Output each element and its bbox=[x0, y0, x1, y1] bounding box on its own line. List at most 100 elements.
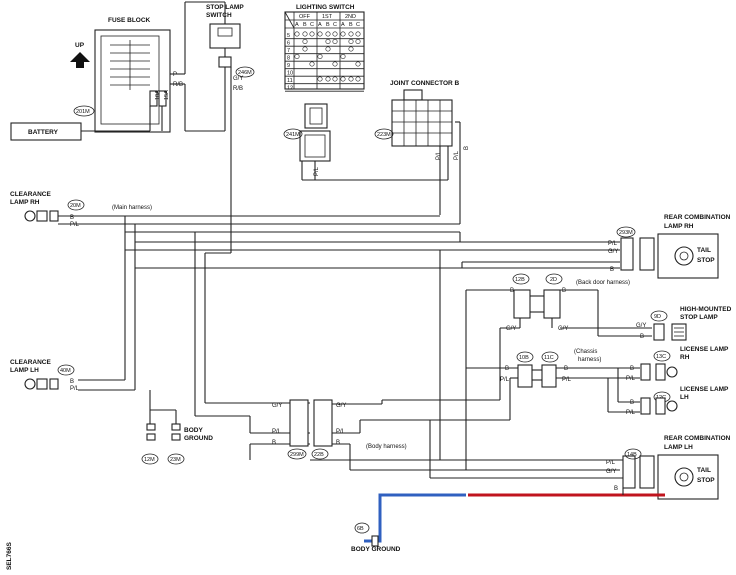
ls-row-label: 8 bbox=[287, 56, 290, 62]
wire-label-rlh-b: B bbox=[614, 486, 618, 492]
ls-contact-dot bbox=[317, 76, 323, 82]
connector-14b: 14B bbox=[627, 452, 637, 458]
rear-combo-lh-label-1: REAR COMBINATION bbox=[664, 435, 731, 442]
wire-label-jcb-pl: P/L bbox=[436, 150, 442, 160]
fuse-15a-label: 15A bbox=[164, 90, 170, 100]
ls-contact-dot bbox=[294, 31, 300, 37]
ls-contact-dot bbox=[332, 31, 338, 37]
wire-label-rb: R/B bbox=[173, 82, 183, 88]
clearance-lh-bulb bbox=[24, 378, 36, 390]
ls-header-2nd: 2ND bbox=[345, 14, 356, 20]
ls-row-label: 10 bbox=[287, 71, 293, 77]
wire-label-22b-pl: P/L bbox=[336, 429, 346, 435]
high-mounted-stop-lamp: HIGH-MOUNTED STOP LAMP 9D G/Y B bbox=[636, 306, 732, 341]
clearance-rh-label-1: CLEARANCE bbox=[10, 191, 51, 198]
wire-label-jcb-b: B bbox=[464, 146, 470, 150]
chassis-harness-label-2: harness) bbox=[578, 357, 601, 363]
ls-contact-dot bbox=[309, 61, 315, 67]
ls-row-label: 12 bbox=[287, 86, 293, 92]
rear-combo-rh-label-2: LAMP RH bbox=[664, 223, 694, 230]
license-lh-label-2: LH bbox=[680, 394, 689, 401]
ls-contact-dot bbox=[348, 31, 354, 37]
connector-13c-oval bbox=[653, 350, 671, 362]
license-rh-label-1: LICENSE LAMP bbox=[680, 346, 729, 353]
wire-label-clh-b: B bbox=[70, 379, 74, 385]
connector-11c: 11C bbox=[544, 355, 554, 361]
up-arrow-icon bbox=[70, 52, 90, 68]
wire-label-crh-pl: P/L bbox=[70, 222, 80, 228]
connector-20m-oval bbox=[67, 199, 85, 211]
connector-22b-body bbox=[313, 399, 333, 447]
ls-contact-dot bbox=[302, 46, 308, 52]
rear-combination-rh: REAR COMBINATION LAMP RH TAIL STOP 293M … bbox=[608, 214, 731, 279]
fuse-slots bbox=[110, 40, 150, 90]
wire-label-22b-gy: G/Y bbox=[336, 403, 346, 409]
wire-label-lrh-b: B bbox=[630, 366, 634, 372]
body-ground-left-label-2: GROUND bbox=[184, 435, 213, 442]
body-ground-bottom-label: BODY GROUND bbox=[351, 546, 401, 553]
connector-293m-oval bbox=[616, 226, 636, 238]
stop-lamp-switch: STOP LAMP SWITCH 246M G/Y R/B bbox=[206, 4, 255, 92]
fuse-block-label: FUSE BLOCK bbox=[108, 17, 151, 24]
main-harness-label: (Main harness) bbox=[112, 205, 152, 211]
ls-contact-dot bbox=[309, 31, 315, 37]
connector-12b-oval bbox=[512, 273, 530, 285]
fuse-block: FUSE BLOCK 10A 15A UP 201M P R/B bbox=[70, 17, 183, 133]
high-mounted-label-2: STOP LAMP bbox=[680, 314, 718, 321]
connector-293m: 293M bbox=[619, 230, 633, 236]
chassis-harness-label-1: (Chassis bbox=[574, 349, 597, 355]
ls-contact-dot bbox=[348, 46, 354, 52]
ls-contact-dot bbox=[294, 53, 300, 59]
ls-contact-dot bbox=[325, 38, 331, 44]
connector-6b: 6B bbox=[357, 526, 364, 532]
ls-contacts bbox=[294, 31, 361, 82]
wire-label-10b-b: B bbox=[505, 366, 509, 372]
rear-combo-rh-label-1: REAR COMBINATION bbox=[664, 214, 731, 221]
ls-contact-dot bbox=[332, 76, 338, 82]
connector-12b: 12B bbox=[515, 277, 525, 283]
fuse-block-inner bbox=[100, 35, 160, 125]
wire-label-stop-gy: G/Y bbox=[233, 76, 243, 82]
connector-12m-oval bbox=[141, 453, 159, 465]
connector-23m-oval bbox=[167, 453, 185, 465]
wire-label-10b-pl: P/L bbox=[500, 377, 510, 383]
fuse-10a bbox=[149, 90, 158, 107]
connector-10b-body bbox=[517, 364, 533, 388]
fuse-block-body bbox=[94, 29, 171, 133]
connector-2d: 2D bbox=[550, 277, 557, 283]
ls-contact-dot bbox=[355, 38, 361, 44]
rear-combo-lh-label-2: LAMP LH bbox=[664, 444, 693, 451]
connector-241m-group: 241M P/L bbox=[283, 103, 331, 176]
ls-contact-dot bbox=[325, 31, 331, 37]
body-ground-left-label-1: BODY bbox=[184, 427, 203, 434]
wire-label-12b-gy: G/Y bbox=[506, 326, 516, 332]
connector-201m: 201M bbox=[76, 109, 90, 115]
wire-label-clh-pl: P/L bbox=[70, 386, 80, 392]
ls-contact-dot bbox=[332, 38, 338, 44]
lighting-switch-label: LIGHTING SWITCH bbox=[296, 4, 355, 11]
ls-contact-dot bbox=[340, 53, 346, 59]
ls-contact-dot bbox=[317, 53, 323, 59]
connector-299m-body bbox=[289, 399, 309, 447]
connector-40m: 40M bbox=[60, 368, 71, 374]
connector-299m-oval bbox=[287, 448, 307, 460]
wire-label-hm-b: B bbox=[640, 334, 644, 340]
connector-299m: 299M bbox=[290, 452, 304, 458]
ls-subheader: A bbox=[318, 22, 322, 28]
connector-40m-oval bbox=[57, 364, 75, 376]
ls-contact-dot bbox=[348, 76, 354, 82]
ls-contact-dot bbox=[355, 76, 361, 82]
connector-10b: 10B bbox=[519, 355, 529, 361]
ls-contact-dot bbox=[325, 46, 331, 52]
connector-13c: 13C bbox=[656, 354, 666, 360]
body-harness-label: (Body harness) bbox=[366, 444, 407, 450]
ls-row-label: 7 bbox=[287, 48, 290, 54]
connector-6b-oval bbox=[354, 522, 370, 534]
connector-299m-22b: G/Y P/L B G/Y P/L B 299M 22B (Body harne… bbox=[272, 399, 620, 471]
license-lamp-rh: LICENSE LAMP RH 13C B P/L bbox=[626, 346, 729, 382]
connector-23m: 23M bbox=[170, 457, 181, 463]
clearance-rh-bulb bbox=[24, 210, 36, 222]
wire-label-rrh-b: B bbox=[610, 267, 614, 273]
stop-lamp-switch-connector bbox=[218, 56, 232, 68]
